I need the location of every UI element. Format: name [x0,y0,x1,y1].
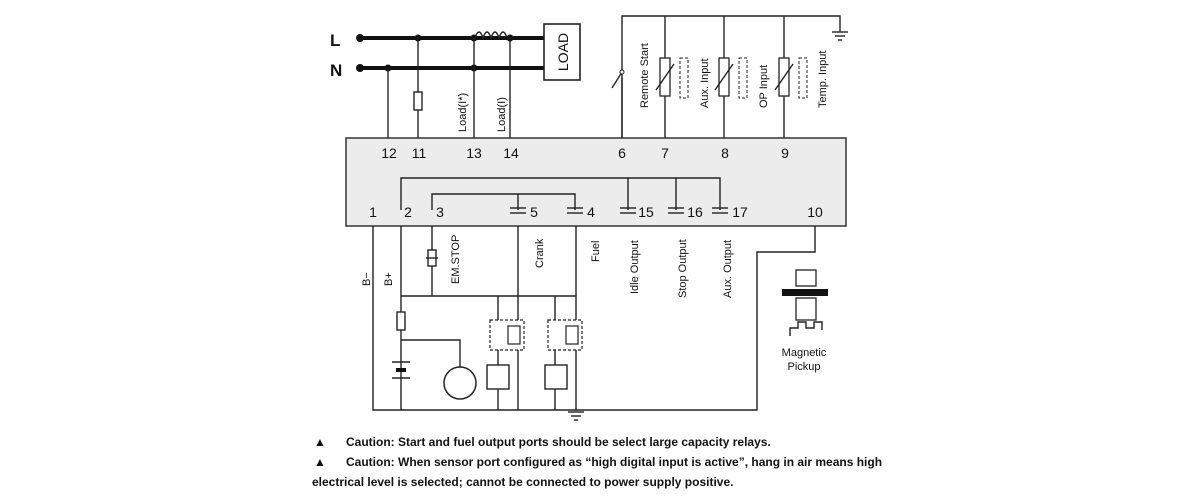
load-box: LOAD [543,23,581,81]
crank-label: Crank [534,238,546,268]
line-l-label: L [330,31,340,50]
output-contact-icons [510,207,728,214]
terminal-15: 15 [638,204,654,220]
battery-minus-label: B− [361,272,373,286]
terminal-3: 3 [436,204,444,220]
aux-output-label: Aux. Output [722,240,734,298]
terminal-16: 16 [687,204,703,220]
fuel-relay-icon [544,319,583,390]
warning-triangle-icon: ▲ [314,435,326,449]
battery-icon [392,361,410,379]
magnetic-pickup-icon [782,269,828,336]
sensor-9-icon [774,57,808,99]
terminal-13: 13 [466,145,482,161]
terminal-1: 1 [369,204,377,220]
load-i-label: Load(I) [496,97,508,132]
starter-motor-icon [443,364,510,400]
terminal-4: 4 [587,204,595,220]
terminal-6: 6 [618,145,626,161]
ground-icon [568,411,584,421]
terminal-2: 2 [404,204,412,220]
mains-lines [356,34,545,72]
temp-input-label: Temp. Input [817,51,829,108]
aux-input-label: Aux. Input [699,58,711,108]
caution-note-2: ▲ Caution: When sensor port configured as… [312,452,912,472]
crank-relay-icon [489,319,525,351]
internal-wiring [400,177,721,210]
warning-triangle-icon: ▲ [314,455,326,469]
caution-note-2-continued: electrical level is selected; cannot be … [312,472,912,492]
terminal-8: 8 [721,145,729,161]
terminal-9: 9 [781,145,789,161]
terminal-5: 5 [530,204,538,220]
line-n-label: N [330,61,342,80]
op-input-label: OP Input [758,65,770,108]
fuse-icon [396,311,406,331]
current-transformer-icon [474,31,508,41]
caution-1-text: Caution: Start and fuel output ports sho… [346,435,771,449]
ground-icon [832,31,848,41]
em-stop-switch-icon [426,249,438,267]
stop-output-label: Stop Output [677,239,689,298]
bottom-terminals: 1 2 3 5 4 15 16 17 10 [369,204,823,220]
sensor-8-icon [714,57,748,99]
load-box-label: LOAD [555,33,571,71]
remote-start-label: Remote Start [639,43,651,108]
controller-block [345,137,847,227]
magnetic-pickup-label-1: Magnetic [782,347,827,359]
caution-notes: ▲ Caution: Start and fuel output ports sh… [312,432,912,492]
magnetic-pickup-label-2: Pickup [787,361,820,373]
fuse-icon [413,91,423,111]
battery-plus-label: B+ [383,272,395,286]
feed-wires [387,38,511,138]
terminal-17: 17 [732,204,748,220]
caution-2-text: Caution: When sensor port configured as … [346,455,883,469]
terminal-14: 14 [503,145,519,161]
sensor-7-icon [655,57,689,99]
terminal-12: 12 [381,145,397,161]
top-terminals: 12 11 13 14 6 7 8 9 [381,145,789,161]
em-stop-label: EM.STOP [450,235,462,284]
fuel-label: Fuel [590,241,602,262]
idle-output-label: Idle Output [629,240,641,294]
caution-note-1: ▲ Caution: Start and fuel output ports sh… [312,432,912,452]
terminal-7: 7 [661,145,669,161]
load-i-star-label: Load(I*) [457,93,469,132]
terminal-10: 10 [807,204,823,220]
caution-2-cont-text: electrical level is selected; cannot be … [312,475,734,489]
terminal-11: 11 [412,145,427,161]
